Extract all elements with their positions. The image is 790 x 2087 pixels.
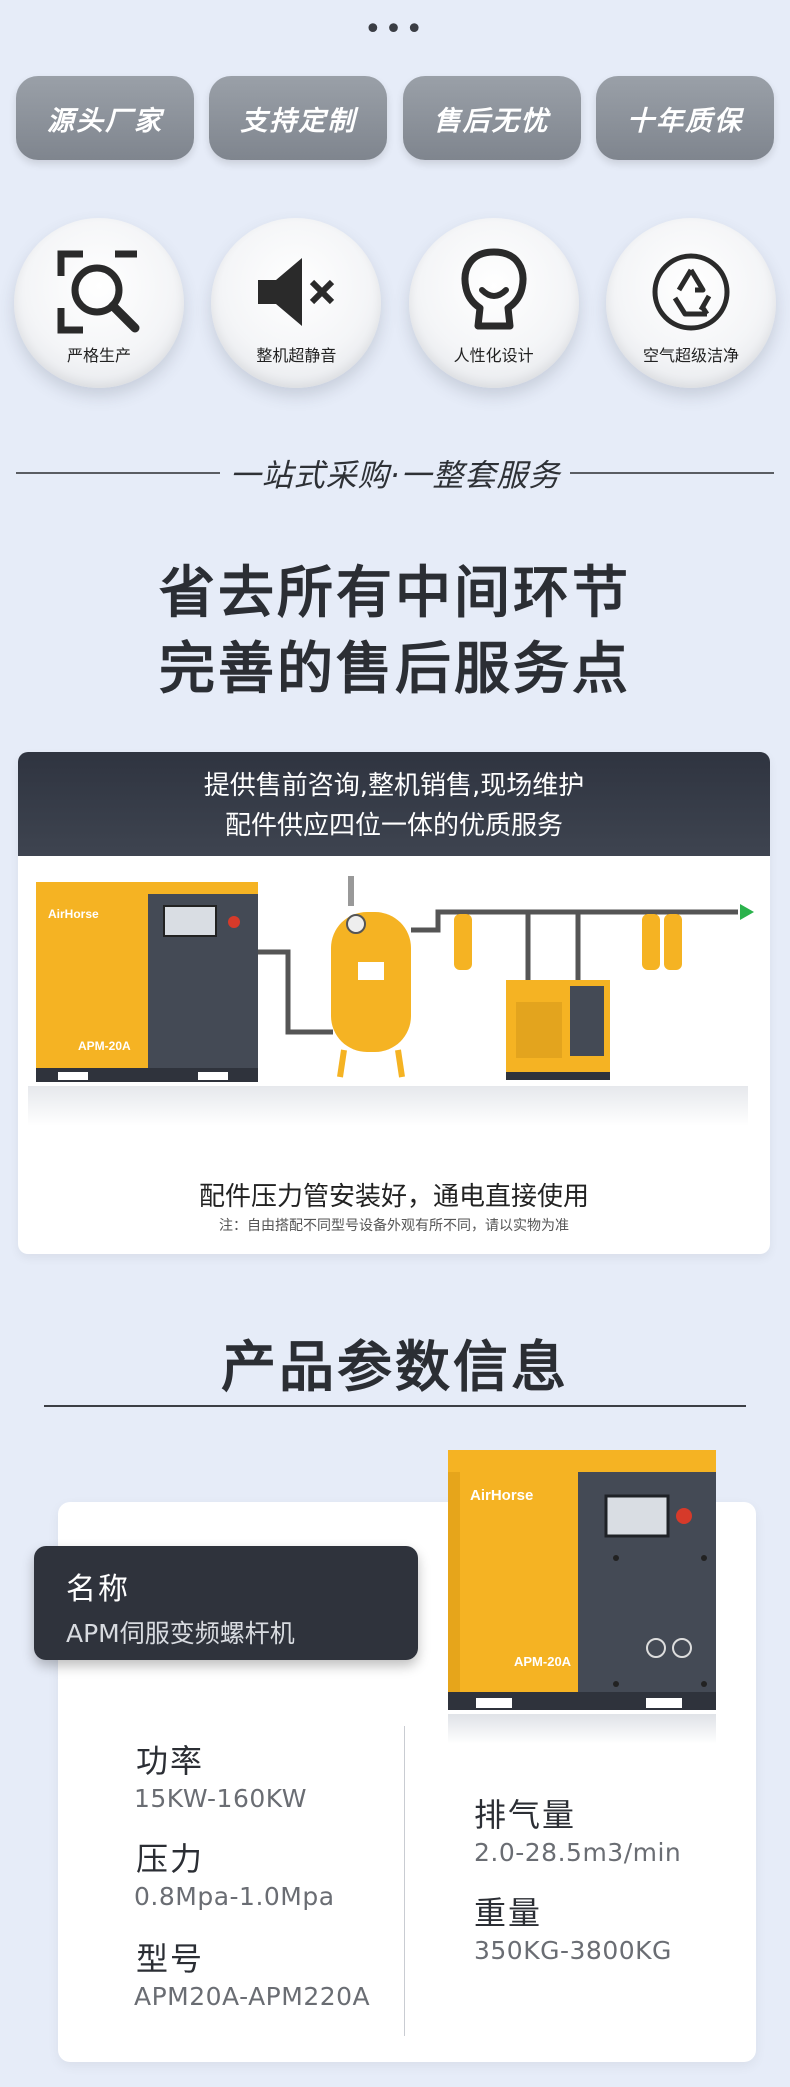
speaker-mute-icon	[258, 258, 335, 326]
headline-line-1: 省去所有中间环节	[159, 561, 631, 626]
params-rule	[44, 1405, 746, 1407]
weight-value: 350KG-3800KG	[474, 1936, 672, 1965]
section-heading: 一站式采购·一整套服务	[229, 458, 561, 494]
feature-silent: 整机超静音	[211, 218, 382, 388]
name-label: 名称	[66, 1572, 130, 1607]
feature-label: 空气超级洁净	[642, 346, 739, 365]
tag-after-sales: 售后无忧	[402, 76, 581, 160]
more-dots-icon[interactable]: •••	[363, 12, 427, 47]
params-title: 产品参数信息	[220, 1335, 569, 1399]
feature-label: 整机超静音	[256, 346, 337, 365]
service-line-1: 提供售前咨询,整机销售,现场维护	[203, 771, 585, 801]
svg-text:AirHorse: AirHorse	[48, 907, 99, 921]
tag-source-factory: 源头厂家	[16, 76, 194, 160]
feature-tags: 源头厂家 支持定制 售后无忧 十年质保	[16, 76, 774, 160]
column-separator	[404, 1726, 405, 2036]
machine-image: AirHorse APM-20A	[446, 1448, 718, 1748]
tag-warranty: 十年质保	[595, 76, 774, 160]
flow-label: 排气量	[474, 1796, 577, 1834]
pressure-label: 压力	[136, 1840, 205, 1878]
model-label: 型号	[136, 1940, 205, 1978]
flow-value: 2.0-28.5m3/min	[474, 1838, 682, 1867]
compressor-machine-icon: AirHorse APM-20A	[448, 1450, 716, 1744]
compressor-system-illustration: AirHorse APM-20A	[28, 876, 754, 1126]
divider-line	[570, 471, 775, 474]
weight-label: 重量	[474, 1894, 543, 1932]
service-note: 注：自由搭配不同型号设备外观有所不同，请以实物为准	[219, 1218, 569, 1234]
air-dryer-icon	[506, 980, 610, 1080]
service-caption: 配件压力管安装好，通电直接使用	[198, 1182, 589, 1212]
service-card: 提供售前咨询,整机销售,现场维护 配件供应四位一体的优质服务 AirHorse …	[18, 752, 770, 1254]
feature-humanized: 人性化设计	[408, 218, 579, 388]
air-tank-icon	[331, 876, 411, 1078]
recycle-icon	[652, 253, 730, 331]
svg-text:APM-20A: APM-20A	[514, 1654, 572, 1669]
person-icon	[461, 248, 527, 330]
headline-line-2: 完善的售后服务点	[159, 637, 631, 702]
feature-clean-air: 空气超级洁净	[605, 218, 776, 388]
feature-strict-production: 严格生产	[14, 218, 184, 388]
feature-label: 人性化设计	[453, 346, 534, 365]
magnifier-icon	[57, 250, 140, 334]
service-line-2: 配件供应四位一体的优质服务	[224, 811, 563, 841]
service-header: 提供售前咨询,整机销售,现场维护 配件供应四位一体的优质服务	[18, 752, 770, 856]
compressor-unit-icon: AirHorse APM-20A	[36, 882, 258, 1082]
svg-text:APM-20A: APM-20A	[78, 1039, 131, 1053]
tag-customization: 支持定制	[209, 76, 388, 160]
power-value: 15KW-160KW	[134, 1784, 307, 1813]
power-label: 功率	[136, 1742, 205, 1780]
feature-label: 严格生产	[66, 346, 131, 365]
divider-line	[16, 471, 220, 474]
name-value: APM伺服变频螺杆机	[66, 1619, 295, 1648]
model-value: APM20A-APM220A	[134, 1982, 371, 2011]
filter-icon	[454, 914, 682, 970]
product-name-box: 名称 APM伺服变频螺杆机	[34, 1546, 418, 1660]
feature-badges: 严格生产 整机超静音 人性化设计 空气超级洁净	[14, 218, 776, 388]
pressure-value: 0.8Mpa-1.0Mpa	[134, 1882, 335, 1911]
svg-text:AirHorse: AirHorse	[470, 1487, 533, 1504]
flow-arrow-icon	[740, 904, 754, 920]
section-divider: 一站式采购·一整套服务	[16, 450, 775, 495]
